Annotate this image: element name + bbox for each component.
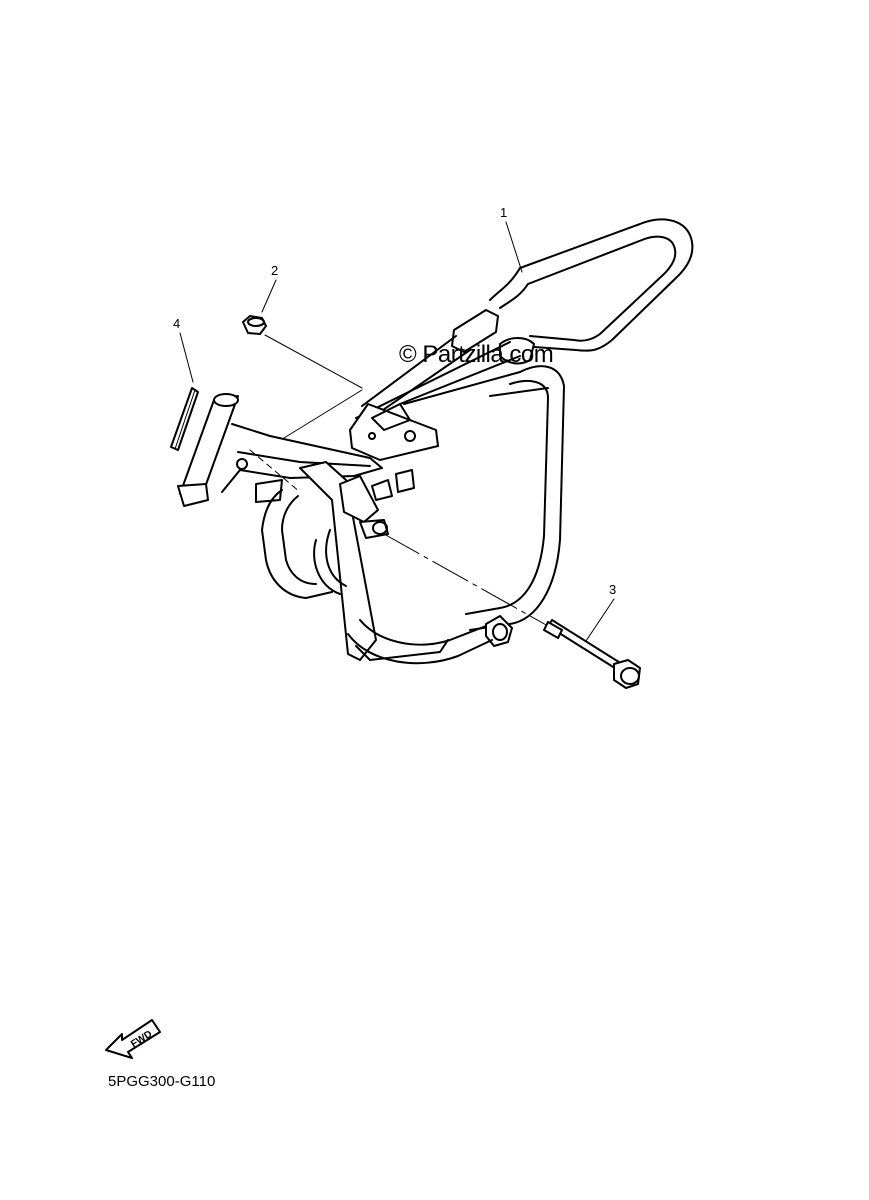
bolt-part-3 xyxy=(543,619,641,689)
frame-part-1 xyxy=(177,218,694,665)
callout-part-3: 3 xyxy=(609,582,617,597)
watermark: © Partzilla.com xyxy=(399,341,554,368)
plate-part-4 xyxy=(170,387,199,451)
diagram-code: 5PGG300-G110 xyxy=(108,1073,216,1090)
callout-part-2: 2 xyxy=(271,263,279,278)
leader-lines xyxy=(179,221,615,642)
callout-part-1: 1 xyxy=(500,205,508,220)
leader-line-2 xyxy=(261,279,277,313)
leader-line-4 xyxy=(179,332,194,383)
leader-nut-to-frame-b xyxy=(283,389,363,439)
nut-part-2 xyxy=(242,315,267,335)
dash-frame-left xyxy=(249,449,301,493)
bolt-axis-line xyxy=(383,533,549,627)
forward-arrow-icon: FWD xyxy=(105,1019,161,1059)
callout-part-4: 4 xyxy=(173,316,181,331)
leader-line-1 xyxy=(505,221,523,273)
leader-nut-to-frame xyxy=(264,334,363,389)
leader-line-3 xyxy=(585,598,615,642)
